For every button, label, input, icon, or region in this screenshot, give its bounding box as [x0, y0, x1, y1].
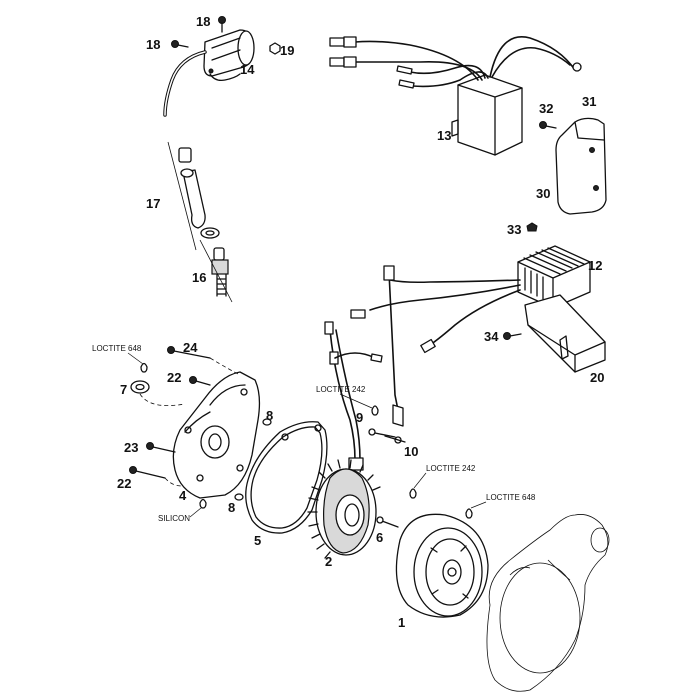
- cover-bolt-22-lower: [129, 466, 183, 487]
- callout-7: 7: [120, 382, 127, 397]
- leader-loctite-648-right: [470, 501, 487, 509]
- inspection-plug-7: [130, 362, 186, 407]
- connector-bolt-9: [368, 428, 396, 438]
- note-loctite-648-right: LOCTITE 648: [486, 493, 536, 502]
- cover-gasket: [245, 421, 328, 534]
- leader-loctite-648-left: [127, 352, 144, 365]
- callout-2: 2: [325, 554, 332, 569]
- callout-18-left: 18: [146, 37, 160, 52]
- cover-bolt-23: [146, 442, 176, 453]
- callout-6: 6: [376, 530, 383, 545]
- loctite-drop-1: [465, 508, 473, 519]
- coil-bolt-18-upper: [218, 16, 226, 33]
- callout-19: 19: [280, 43, 294, 58]
- loctite-drop-6: [409, 488, 417, 499]
- note-loctite-242-top: LOCTITE 242: [316, 385, 366, 394]
- callout-22-lower: 22: [117, 476, 131, 491]
- callout-10: 10: [404, 444, 418, 459]
- callout-20: 20: [590, 370, 604, 385]
- callout-22-upper: 22: [167, 370, 181, 385]
- engine-case: [486, 514, 610, 692]
- callout-17: 17: [146, 196, 160, 211]
- bracket-bolt-34: [503, 332, 522, 340]
- stator: [307, 459, 381, 559]
- cover-screw-32: [539, 121, 557, 129]
- regulator-bracket: [524, 294, 606, 373]
- flywheel-bolt-6: [376, 516, 399, 528]
- callout-33: 33: [507, 222, 521, 237]
- callout-5: 5: [254, 533, 261, 548]
- leader-loctite-242-top: [339, 393, 373, 409]
- cdi-unit: [329, 36, 582, 156]
- callout-18-upper: 18: [196, 14, 210, 29]
- stator-wire-harness: [324, 321, 383, 471]
- loctite-drop-9: [371, 405, 379, 416]
- callout-16: 16: [192, 270, 206, 285]
- ignition-cover: [172, 371, 261, 499]
- callout-1: 1: [398, 615, 405, 630]
- callout-23: 23: [124, 440, 138, 455]
- callout-8-lower: 8: [228, 500, 235, 515]
- note-loctite-242-right: LOCTITE 242: [426, 464, 476, 473]
- cdi-cover: [555, 117, 607, 215]
- ignition-coil: [163, 29, 255, 117]
- note-loctite-648-left: LOCTITE 648: [92, 344, 142, 353]
- callout-8-upper: 8: [266, 408, 273, 423]
- cover-bolt-22-upper: [189, 376, 211, 386]
- regulator-nut-33: [526, 222, 538, 232]
- coil-nut-19: [269, 42, 281, 55]
- callout-12: 12: [588, 258, 602, 273]
- coil-bolt-18-left: [171, 40, 189, 48]
- callout-14: 14: [240, 62, 255, 77]
- callout-9: 9: [356, 410, 363, 425]
- connector-10: [384, 404, 406, 444]
- callout-34: 34: [484, 329, 499, 344]
- dowel-8-lower: [234, 493, 244, 501]
- flywheel: [395, 513, 489, 618]
- note-silicon: SILICON: [158, 514, 190, 523]
- callout-13: 13: [437, 128, 451, 143]
- callout-31: 31: [582, 94, 596, 109]
- callout-32: 32: [539, 101, 553, 116]
- cover-bolt-24: [167, 346, 241, 376]
- leader-silicon: [189, 507, 202, 518]
- dowel-8-upper: [262, 418, 272, 426]
- spark-plug: [199, 239, 233, 303]
- spark-plug-cap: [167, 141, 220, 251]
- callout-24: 24: [183, 340, 198, 355]
- callout-30: 30: [536, 186, 550, 201]
- callout-4: 4: [179, 488, 187, 503]
- leader-loctite-242-right: [413, 472, 427, 489]
- silicon-drop: [199, 498, 207, 509]
